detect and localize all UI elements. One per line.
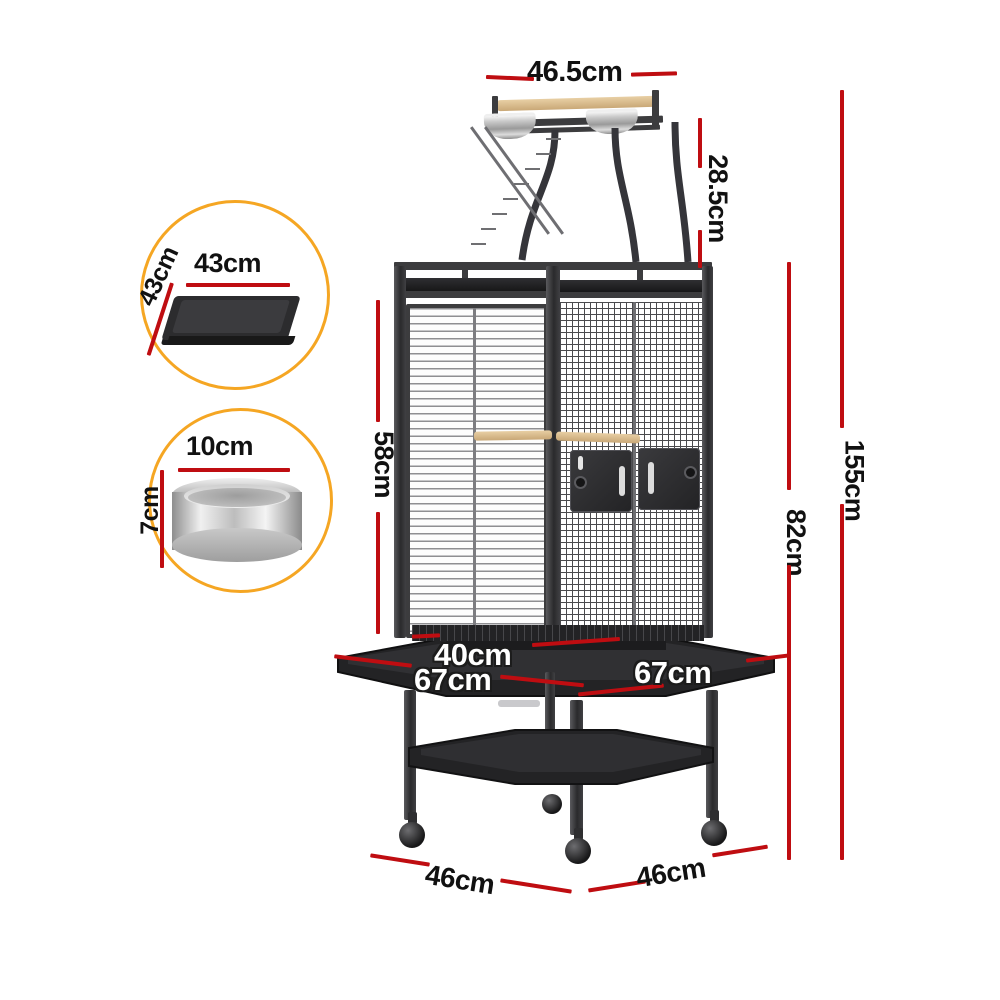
stand-lower-shelf [408, 729, 714, 785]
total-height-line-lower [840, 504, 844, 860]
cage-front-height-line-lower [376, 512, 380, 634]
playtop-height-label: 28.5cm [702, 154, 733, 243]
cage-front-bar-panel [408, 308, 545, 634]
tray-width-left-label: 67cm [414, 662, 492, 697]
tray-illustration [161, 290, 302, 352]
stand-leg-back-left [545, 672, 555, 732]
feeder-door-left-lock-icon [576, 478, 585, 487]
feeder-door-left-latch[interactable] [578, 456, 583, 470]
base-width-right-label: 46cm [633, 851, 708, 894]
cage-top-post-c [637, 264, 643, 291]
bowl-height-label: 7cm [135, 486, 164, 535]
cage-post-left [394, 266, 406, 638]
playtop-support-legs [518, 121, 692, 263]
tray-width-right-label: 67cm [634, 655, 712, 690]
cage-floor-grate [412, 625, 704, 641]
playtop-height-line-upper [698, 118, 702, 168]
playtop-perch-bracket-left [492, 96, 498, 118]
cage-top-shelf-right [556, 280, 708, 292]
bowl-diameter-dimension-line [178, 468, 290, 472]
cage-front-height-label: 58cm [369, 430, 400, 499]
cage-top-height-line-upper [787, 262, 791, 490]
cage-post-middle [546, 266, 560, 638]
caster-front-left [396, 812, 430, 852]
tray-width-label: 43cm [194, 248, 262, 278]
cage-top-shelf-left [401, 278, 551, 291]
feeder-door-right-lock-icon [686, 468, 695, 477]
feeder-door-left-handle[interactable] [619, 466, 625, 496]
cage-interior-width-label: 40cm [434, 637, 512, 672]
base-width-left-line-b [500, 878, 572, 894]
feeder-door-right-handle[interactable] [648, 462, 654, 494]
bowl-illustration [172, 478, 302, 568]
tray-callout-ring [140, 200, 330, 390]
playtop-ladder [466, 126, 566, 258]
playtop-perch-bracket-right [652, 90, 659, 128]
total-height-line-upper [840, 90, 844, 428]
pullout-tray-handle[interactable] [498, 700, 540, 707]
cage-top-height-label: 82cm [781, 508, 812, 577]
cage-front-strut [473, 308, 476, 634]
cage-interior-perch-left [473, 430, 553, 441]
cage-side-mesh-strut [633, 302, 636, 638]
cage-front-height-line-upper [376, 300, 380, 422]
caster-back-right [698, 810, 732, 850]
playtop-width-label: 46.5cm [527, 56, 623, 88]
caster-front-middle [562, 828, 596, 870]
cage-top-height-line-lower [787, 565, 791, 860]
playtop-width-line-right [630, 71, 678, 77]
cage-front-door-frame [406, 304, 548, 638]
base-width-left-line-a [370, 853, 430, 867]
tray-width-dimension-line [186, 283, 290, 287]
base-width-left-label: 46cm [423, 858, 497, 901]
caster-back-left [542, 790, 568, 820]
playtop-height-line-lower [698, 230, 702, 268]
cage-post-right [702, 266, 713, 638]
bowl-diameter-label: 10cm [186, 431, 254, 461]
bowl-height-dimension-line [160, 470, 164, 568]
